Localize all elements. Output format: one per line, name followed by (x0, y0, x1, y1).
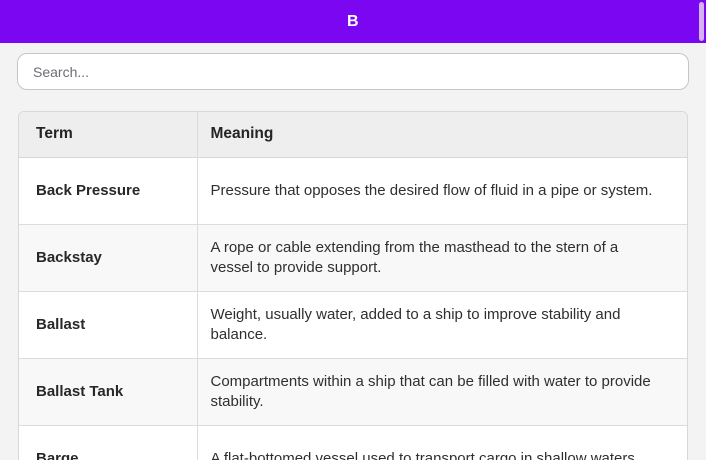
vertical-scrollbar-thumb[interactable] (699, 2, 704, 41)
page-title: B (346, 12, 360, 30)
term-cell: Backstay (19, 224, 198, 292)
column-header-term: Term (19, 112, 198, 158)
search-bar (17, 53, 689, 90)
table-row: Ballast Weight, usually water, added to … (19, 291, 687, 359)
table-row: Backstay A rope or cable extending from … (19, 224, 687, 292)
term-cell: Back Pressure (19, 157, 198, 225)
term-cell: Ballast Tank (19, 358, 198, 426)
meaning-cell: Compartments within a ship that can be f… (197, 358, 687, 426)
column-header-meaning: Meaning (197, 112, 687, 158)
table-header-row: Term Meaning (19, 112, 687, 158)
glossary-table: Term Meaning Back Pressure Pressure that… (19, 112, 687, 460)
table-row: Ballast Tank Compartments within a ship … (19, 358, 687, 426)
table-row: Back Pressure Pressure that opposes the … (19, 157, 687, 225)
meaning-cell: Weight, usually water, added to a ship t… (197, 291, 687, 359)
app-header: B (0, 0, 706, 43)
search-input[interactable] (17, 53, 689, 90)
meaning-cell: A rope or cable extending from the masth… (197, 224, 687, 292)
table-row: Barge A flat-bottomed vessel used to tra… (19, 425, 687, 460)
term-cell: Barge (19, 425, 198, 460)
term-cell: Ballast (19, 291, 198, 359)
meaning-cell: Pressure that opposes the desired flow o… (197, 157, 687, 225)
glossary-table-container: Term Meaning Back Pressure Pressure that… (18, 111, 688, 460)
meaning-cell: A flat-bottomed vessel used to transport… (197, 425, 687, 460)
